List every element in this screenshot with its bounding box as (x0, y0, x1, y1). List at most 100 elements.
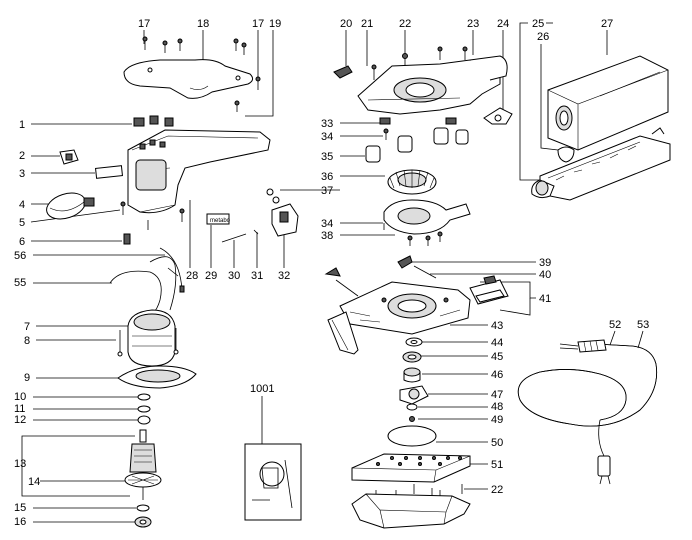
label-44: 44 (491, 337, 503, 349)
label-2: 2 (19, 150, 25, 162)
sanding-sheet (351, 493, 471, 529)
label-6: 6 (19, 236, 25, 248)
label-43: 43 (491, 320, 503, 332)
parts-33-35 (365, 117, 469, 163)
brand-plate-text: metabo (210, 218, 231, 224)
label-7: 7 (24, 321, 30, 333)
label-39: 39 (539, 257, 551, 269)
label-22b: 22 (491, 484, 503, 496)
label-45: 45 (491, 351, 503, 363)
screw-icon (255, 76, 261, 90)
label-23: 23 (467, 18, 479, 30)
label-48: 48 (491, 401, 503, 413)
label-22a: 22 (399, 18, 411, 30)
leader-lines (21, 22, 644, 523)
label-26: 26 (537, 31, 549, 43)
washer-48-49 (406, 403, 418, 422)
label-3: 3 (19, 168, 25, 180)
base-plate-43 (339, 281, 471, 335)
label-40: 40 (539, 269, 551, 281)
bracket-38 (383, 199, 471, 246)
screw-icon (177, 38, 183, 51)
label-37: 37 (321, 185, 333, 197)
label-1001: 1001 (250, 383, 274, 395)
label-50: 50 (491, 437, 503, 449)
label-5: 5 (19, 217, 25, 229)
label-17a: 17 (138, 18, 150, 30)
label-49: 49 (491, 414, 503, 426)
label-28: 28 (186, 270, 198, 282)
part-labels: 17 18 17 19 20 21 22 23 24 25 26 27 1 2 … (14, 18, 649, 528)
label-29: 29 (205, 270, 217, 282)
label-12: 12 (14, 414, 26, 426)
screw-icon (241, 42, 247, 55)
dust-box-27 (547, 55, 669, 151)
clamp-24 (483, 107, 513, 125)
part-1-clip (133, 115, 174, 127)
screw-icon (233, 38, 239, 51)
label-19: 19 (269, 18, 281, 30)
kit-1001-box (244, 396, 302, 521)
label-9: 9 (24, 372, 30, 384)
label-36: 36 (321, 171, 333, 183)
label-33: 33 (321, 118, 333, 130)
label-20: 20 (340, 18, 352, 30)
label-4: 4 (19, 199, 25, 211)
motor-housing (127, 129, 271, 214)
label-27: 27 (601, 18, 613, 30)
label-38: 38 (321, 230, 333, 242)
stator-7 (117, 309, 179, 367)
part-2-switch (59, 149, 79, 165)
label-51: 51 (491, 459, 503, 471)
label-10: 10 (14, 391, 26, 403)
gear-housing-23 (357, 55, 508, 115)
dust-adapter-25 (531, 127, 671, 201)
label-53: 53 (637, 319, 649, 331)
part-4-knob-cover (46, 192, 95, 220)
label-41: 41 (539, 293, 551, 305)
label-47: 47 (491, 389, 503, 401)
part-3-label (94, 165, 124, 179)
strain-relief-52 (559, 339, 607, 353)
label-31: 31 (251, 270, 263, 282)
bearing-stack (137, 393, 151, 425)
label-32: 32 (278, 270, 290, 282)
label-34a: 34 (321, 131, 333, 143)
label-15: 15 (14, 502, 26, 514)
screw-icon (234, 100, 240, 112)
gear-36 (387, 169, 437, 195)
label-11: 11 (14, 403, 25, 415)
label-34b: 34 (321, 218, 333, 230)
parts-39-40 (324, 255, 437, 297)
brand-plate-29 (206, 213, 230, 225)
bearing-15-16 (134, 504, 152, 528)
washer-44 (405, 337, 423, 347)
filter-plug-26 (557, 146, 575, 163)
label-13: 13 (14, 458, 26, 470)
part-5-6-screws (120, 201, 185, 245)
armature-14 (124, 429, 162, 500)
parts-20-22 (333, 46, 468, 80)
bearing-46 (403, 367, 421, 383)
clamp-bar-41 (469, 275, 509, 305)
power-cable-53 (517, 343, 658, 485)
label-46: 46 (491, 369, 503, 381)
sanding-plate-51 (351, 453, 471, 483)
label-30: 30 (228, 270, 240, 282)
label-55: 55 (14, 277, 26, 289)
label-25: 25 (532, 18, 544, 30)
eccentric-47 (399, 385, 429, 405)
screw-icon (162, 40, 168, 53)
top-cover-18 (123, 59, 254, 99)
label-21: 21 (361, 18, 373, 30)
label-8: 8 (24, 335, 30, 347)
screw-icon (142, 36, 148, 50)
parts-28-32: metabo (206, 188, 299, 243)
pad-disc-50 (387, 425, 437, 447)
label-35: 35 (321, 151, 333, 163)
label-52: 52 (609, 319, 621, 331)
wires-55-56 (109, 247, 185, 321)
label-1: 1 (19, 119, 25, 131)
screws-17 (142, 36, 261, 112)
